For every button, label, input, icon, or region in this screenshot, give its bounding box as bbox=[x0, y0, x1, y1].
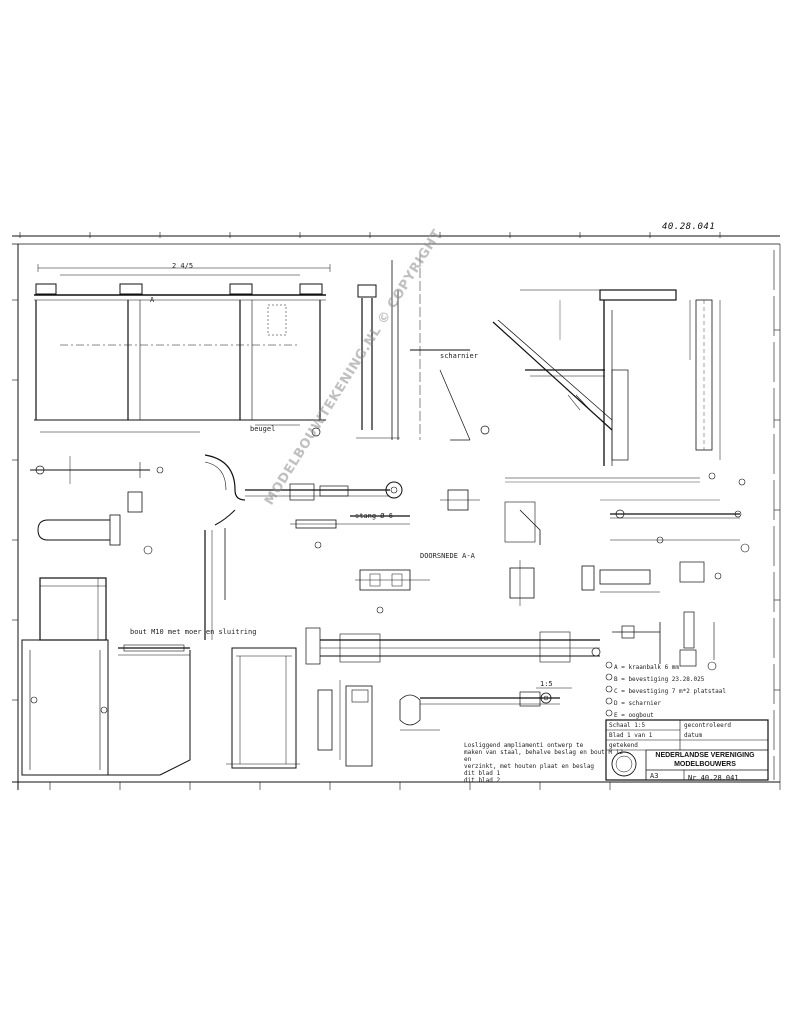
angled-bracket-view bbox=[410, 349, 490, 441]
hinge-label: scharnier bbox=[440, 352, 478, 360]
note-line: maken van staal, behalve beslag en bout … bbox=[464, 749, 623, 756]
note-line: verzinkt, met houten plaat en beslag bbox=[464, 763, 595, 770]
hinge-pieces-bottom bbox=[317, 680, 572, 767]
drawing-reference-number: 40.28.041 bbox=[662, 222, 716, 232]
legend-item: D = scharnier bbox=[614, 700, 661, 707]
legend-item: A = kraanbalk 6 mm bbox=[614, 664, 680, 671]
title-field-drawn: getekend bbox=[609, 742, 638, 749]
box-view-bottom-left bbox=[21, 577, 191, 776]
note-line: en bbox=[464, 756, 472, 763]
organization-name: NEDERLANDSE VERENIGING MODELBOUWERS bbox=[646, 751, 764, 769]
notes-block: Losliggend ampliamenti ontwerp te maken … bbox=[464, 742, 623, 784]
legend-list: A = kraanbalk 6 mm B = bevestiging 23.28… bbox=[604, 662, 726, 722]
sheet-frame bbox=[12, 232, 781, 790]
sheet-size-label: A3 bbox=[650, 772, 659, 780]
title-field-date: datum bbox=[684, 732, 703, 739]
note-line: Losliggend ampliamenti ontwerp te bbox=[464, 742, 584, 749]
horizontal-rod-right bbox=[600, 499, 750, 553]
scale-label: 1:5 bbox=[540, 680, 553, 688]
dimension-label: 2 4/5 bbox=[172, 262, 194, 270]
note-line: dit blad 1 bbox=[464, 770, 501, 777]
bolt-detail-label: bout M10 met moer en sluitring bbox=[130, 628, 257, 636]
front-view-top-left bbox=[34, 264, 331, 437]
title-field-checked: gecontroleerd bbox=[684, 722, 731, 729]
title-field-sheet: Blad 1 van 1 bbox=[609, 732, 653, 739]
curved-bracket-rod bbox=[204, 454, 410, 640]
label-a: A bbox=[150, 296, 155, 304]
note-line: dit blad 2 bbox=[464, 777, 501, 784]
legend-item: C = bevestiging 7 m*2 platstaal bbox=[614, 688, 726, 695]
bracket-label: beugel bbox=[250, 425, 276, 433]
legend-item: E = oogbout bbox=[614, 712, 654, 719]
frame-view-bottom bbox=[226, 611, 717, 769]
legend-symbols bbox=[605, 661, 613, 717]
rod-label: stang Ø 6 bbox=[355, 512, 393, 520]
column-detail-right bbox=[599, 289, 746, 486]
org-line-1: NEDERLANDSE VERENIGING bbox=[655, 752, 755, 759]
side-view-vertical bbox=[356, 255, 421, 440]
title-field-scale: Schaal 1:5 bbox=[609, 722, 646, 729]
drawing-number: Nr 40.28.041 bbox=[688, 774, 739, 782]
rod-with-hook-left bbox=[30, 456, 164, 555]
diagonal-strut-view bbox=[492, 289, 613, 431]
legend-item: B = bevestiging 23.28.025 bbox=[614, 676, 705, 683]
small-detail-cluster bbox=[355, 477, 722, 614]
section-label: DOORSNEDE A-A bbox=[420, 552, 475, 560]
title-block bbox=[605, 719, 769, 781]
org-line-3: MODELBOUWERS bbox=[674, 761, 736, 768]
